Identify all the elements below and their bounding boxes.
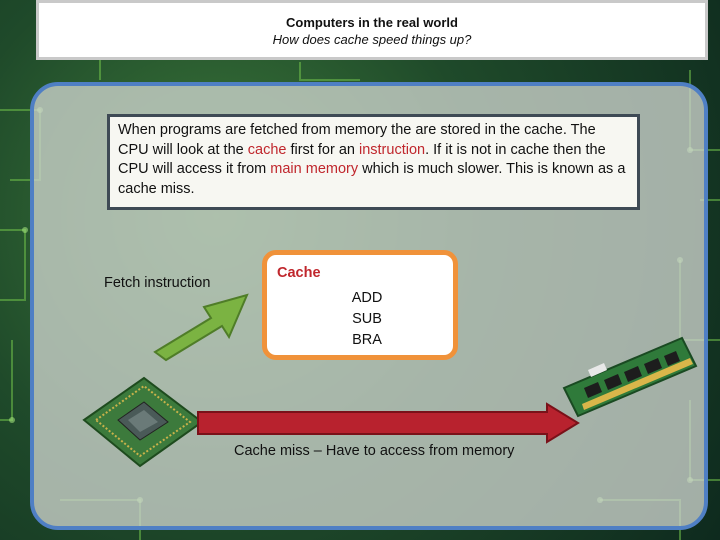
fetch-arrow-icon (153, 293, 249, 362)
instruction-add: ADD (351, 290, 383, 306)
cache-box: Cache ADD SUB BRA (262, 250, 458, 360)
ram-module-icon (562, 336, 698, 418)
instruction-bra: BRA (352, 332, 382, 348)
fetch-instruction-label: Fetch instruction (104, 275, 211, 291)
instruction-keyword: instruction (358, 141, 426, 158)
explanation-part-3: . If it is not in cache then the CPU wil… (118, 141, 606, 178)
cache-label: Cache (277, 265, 321, 281)
instruction-sub: SUB (352, 311, 382, 327)
explanation-part-2: first for an (286, 141, 359, 158)
main-memory-keyword: main memory (270, 161, 359, 177)
cache-miss-arrow-icon (197, 402, 580, 444)
explanation-text: When programs are fetched from memory th… (107, 114, 640, 210)
slide-subtitle: How does cache speed things up? (272, 32, 472, 47)
explanation-part-4: which is much slower. This is known as a… (118, 161, 626, 197)
cache-keyword: cache (247, 141, 287, 158)
title-box: Computers in the real world How does cac… (36, 0, 708, 60)
explanation-part-1: When programs are fetched from memory th… (118, 122, 596, 158)
slide-title: Computers in the real world (286, 15, 458, 30)
cache-miss-label: Cache miss – Have to access from memory (234, 443, 515, 459)
cpu-chip-icon (82, 376, 204, 468)
